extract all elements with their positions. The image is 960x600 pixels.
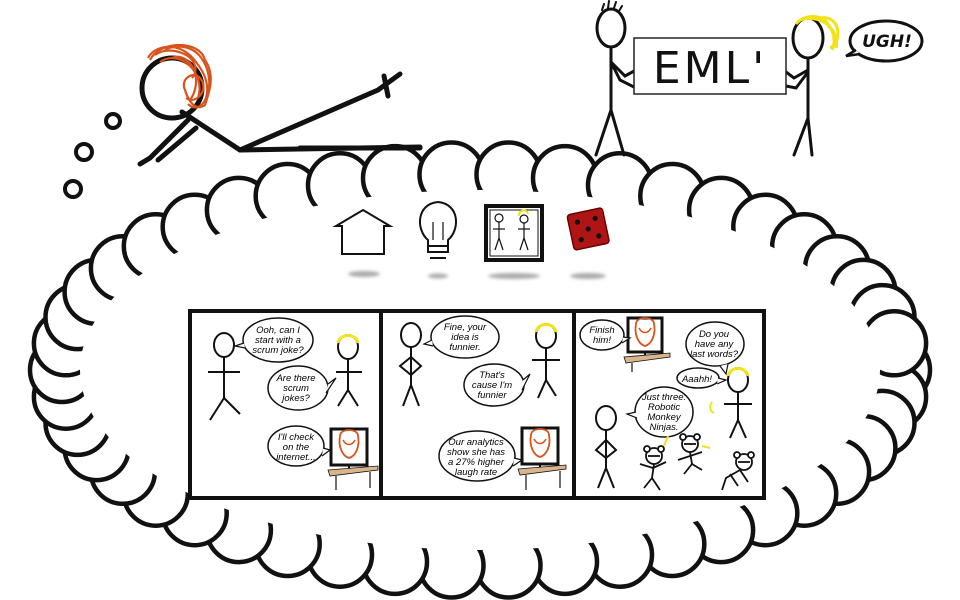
bubble-line: Monkey [647,412,682,423]
stick-figure-man [208,332,241,421]
bubble-line: a 27% higher [448,457,505,468]
speech-bubble: Aaahh! [676,367,728,389]
bubble-line: show she has [447,447,505,458]
ugh-speech-bubble: UGH! [845,19,924,63]
ugh-text: UGH! [862,32,912,52]
stick-figure-woman [709,367,752,439]
home-icon-shadow [348,271,380,277]
bubble-line: Ooh, can I [256,325,300,336]
lightbulb-icon[interactable] [419,200,457,279]
comic-frame-icon[interactable] [484,204,544,279]
bubble-line: last words? [690,349,739,360]
bubble-line: Ninjas. [649,422,678,433]
thought-dot-large [63,179,83,199]
bubble-line: start with a [255,335,301,346]
bubble-line: Robotic [648,402,680,413]
robotic-monkey-ninjas [639,433,755,491]
bubble-line: on the [283,442,309,453]
thought-dot-small [104,112,122,130]
reclining-stick-figure [137,55,423,167]
bubble-line: laugh rate [455,467,497,478]
bubble-line: Our analytics [448,437,504,448]
bubble-line: funnier [477,390,507,401]
bubble-line: I'll check [278,432,315,443]
bubble-line: Finish [589,325,614,336]
sign-holder-right [784,16,825,157]
bubble-line: idea is [451,332,479,343]
bubble-line: funnier. [449,342,480,353]
sign-text: EML' [653,43,767,94]
computer-desk [327,427,379,490]
bubble-line: Do you [699,329,730,340]
eml-sign: EML' [633,37,787,95]
red-scribble-hair [147,43,212,109]
bubble-line: That's [479,370,505,381]
bubble-line: him! [593,335,611,346]
blonde-hair-right [794,15,840,51]
bubble-line: Just three: [641,392,687,403]
dice-icon[interactable] [566,207,610,279]
computer-desk [517,426,567,490]
stick-figure-man [398,322,423,407]
bubble-line: jokes? [280,393,310,404]
home-icon[interactable] [332,204,394,277]
bubble-line: scrum [283,383,309,394]
bubble-line: Are there [275,373,315,384]
bubble-line: scrum joke? [252,345,304,356]
stick-figure-man [594,405,618,489]
bubble-line: Fine, your [444,322,487,333]
bubble-line: internet... [276,452,316,463]
stick-figure-woman [532,323,560,399]
bubble-line: have any [695,339,735,350]
thought-dot-medium [74,142,94,162]
sign-holder-left [594,0,638,157]
bubble-line: Aaahh! [681,374,712,385]
bubble-line: cause I'm [472,380,512,391]
stick-figure-woman [336,334,362,407]
computer-desk [623,316,671,372]
nav-bar [332,200,610,279]
